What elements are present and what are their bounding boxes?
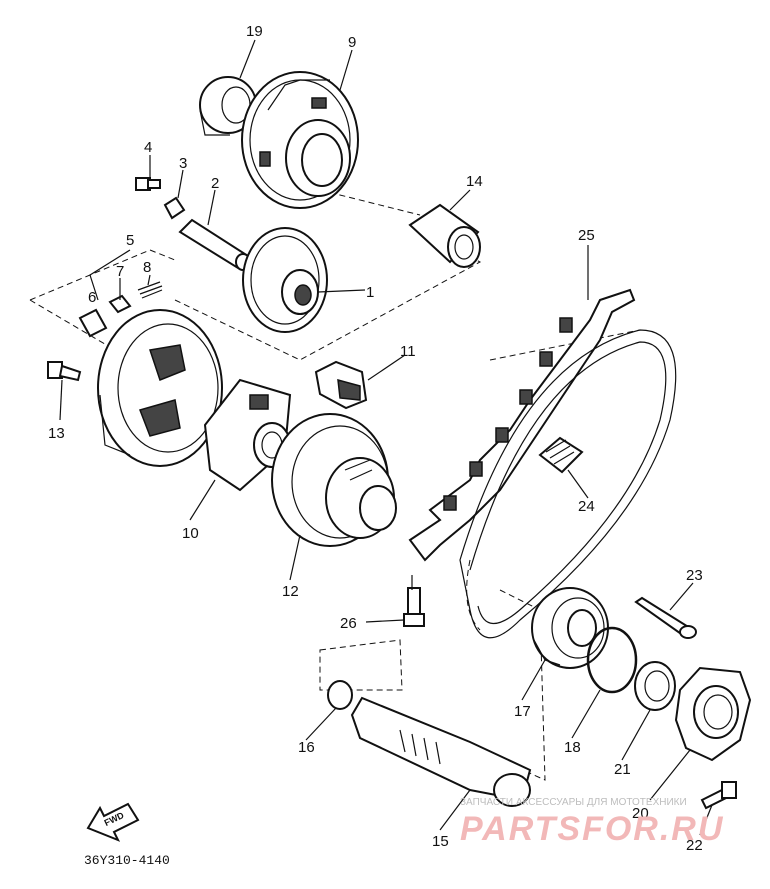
callout-16: 16 [298, 739, 315, 756]
callout-13: 13 [48, 425, 65, 442]
callout-14: 14 [466, 173, 483, 190]
callout-20: 20 [632, 805, 649, 822]
part-15-shaft [350, 696, 532, 807]
part-8-spring [137, 281, 163, 299]
callout-15: 15 [432, 833, 449, 850]
part-26-bolt [403, 587, 425, 627]
part-code: 36Y310-4140 [84, 853, 170, 868]
part-25-chain-guide [408, 288, 636, 562]
callout-11: 11 [400, 343, 416, 360]
callout-19: 19 [246, 23, 263, 40]
callout-22: 22 [686, 837, 703, 854]
part-24-tensioner [538, 436, 584, 474]
part-22-screw [700, 781, 737, 810]
part-9-starter-gear [241, 71, 359, 209]
part-20-retainer [674, 666, 752, 762]
part-2-shaft [178, 218, 251, 271]
part-17-bearing [531, 587, 609, 669]
callout-12: 12 [282, 583, 299, 600]
callout-26: 26 [340, 615, 357, 632]
callout-3: 3 [179, 155, 187, 172]
callouts: 19 9 4 3 2 14 25 5 7 8 6 1 11 13 10 24 1… [48, 23, 703, 854]
part-6-roller [78, 308, 108, 338]
callout-7: 7 [116, 263, 124, 280]
part-14-sleeve [408, 203, 481, 268]
part-11-weight [314, 360, 368, 410]
callout-9: 9 [348, 34, 356, 51]
part-7-pin [108, 294, 132, 314]
part-4-bolt [135, 177, 161, 191]
callout-10: 10 [182, 525, 199, 542]
callout-24: 24 [578, 498, 595, 515]
leader-lines [59, 39, 713, 836]
callout-18: 18 [564, 739, 581, 756]
watermark-tagline: ЗАПЧАСТИ АКСЕССУАРЫ ДЛЯ МОТОТЕХНИКИ [460, 797, 687, 808]
callout-1: 1 [366, 284, 374, 301]
callout-8: 8 [143, 259, 151, 276]
callout-25: 25 [578, 227, 595, 244]
callout-2: 2 [211, 175, 219, 192]
part-23-pin [634, 596, 697, 639]
callout-6: 6 [88, 289, 96, 306]
callout-17: 17 [514, 703, 531, 720]
part-18-o-ring [586, 626, 638, 694]
part-1-idler-gear [242, 227, 328, 333]
callout-5: 5 [126, 232, 134, 249]
callout-23: 23 [686, 567, 703, 584]
part-13-bolt [47, 361, 82, 382]
part-12-drive-gear [271, 413, 397, 547]
assembly-guides [29, 189, 641, 781]
watermark: ЗАПЧАСТИ АКСЕССУАРЫ ДЛЯ МОТОТЕХНИКИ PART… [460, 797, 724, 848]
drive-chain [459, 329, 677, 639]
part-16-collar [327, 680, 353, 710]
fwd-arrow-icon: FWD [86, 802, 140, 842]
callout-4: 4 [144, 139, 152, 156]
part-3-plate [163, 196, 186, 220]
callout-21: 21 [614, 761, 631, 778]
watermark-brand: PARTSFOR.RU [460, 810, 724, 848]
part-21-seal [634, 661, 676, 711]
part-5-clutch-housing [97, 309, 223, 467]
